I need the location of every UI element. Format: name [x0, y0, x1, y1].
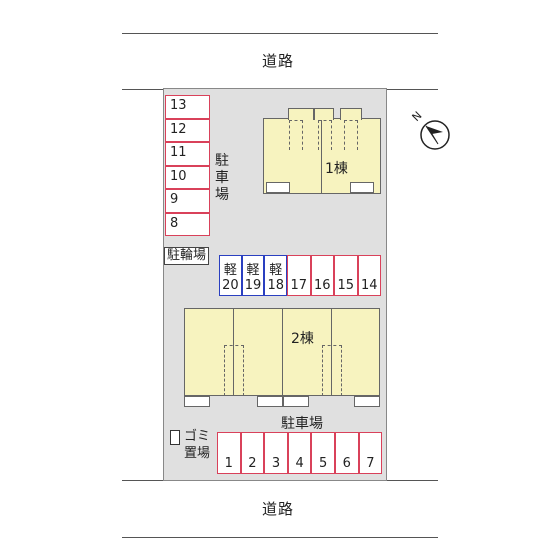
parking-spot-17: 17: [287, 255, 311, 296]
parking-spot-2: 2: [240, 432, 265, 474]
compass-icon: N: [410, 109, 452, 152]
building-1-top-bump-c: [340, 108, 362, 120]
parking-spot-number: 9: [170, 192, 179, 208]
parking-spot-number: 3: [271, 456, 281, 471]
parking-spot-14: 14: [357, 255, 381, 296]
road-top-label: 道路: [262, 52, 295, 70]
building-1-entrance-left: [266, 182, 290, 193]
building-2-stair-right: [322, 345, 342, 396]
parking-bottom-label: 駐車場: [281, 416, 323, 432]
parking-vertical-char-2: 車: [215, 170, 229, 186]
parking-spot-number: 11: [170, 145, 187, 161]
parking-spot-number: 12: [170, 121, 187, 137]
parking-spot-11: 11: [165, 142, 210, 166]
parking-spot-16: 16: [310, 255, 334, 296]
building-1-top-bump-b: [314, 108, 334, 120]
building-1-top-bump-a: [288, 108, 314, 120]
parking-vertical-label: 駐 車 場: [214, 153, 230, 204]
bicycle-parking-label: 駐輪場: [164, 247, 210, 265]
building-2-unit-divider-3: [331, 308, 332, 396]
parking-spot-8: 8: [165, 212, 210, 236]
parking-spot-number: 19: [244, 278, 262, 293]
kei-car-label: 軽: [223, 263, 237, 278]
building-1-stair-mid: [318, 120, 332, 150]
parking-spot-9: 9: [165, 189, 210, 213]
building-2-stair-left: [224, 345, 244, 396]
parking-spot-number: 10: [170, 168, 187, 184]
parking-spot-4: 4: [287, 432, 312, 474]
parking-spot-number: 6: [342, 456, 351, 471]
parking-spot-12: 12: [165, 118, 210, 142]
parking-spot-number: 7: [366, 456, 375, 471]
building-2-entrance-3: [283, 396, 309, 407]
parking-spot-number: 18: [267, 278, 284, 293]
parking-vertical-char-3: 場: [215, 187, 229, 203]
building-1-label: 1棟: [325, 161, 348, 177]
building-1-unit-divider: [321, 118, 322, 194]
building-1-stair-left: [289, 120, 303, 150]
building-2-entrance-1: [184, 396, 210, 407]
building-2-unit-divider-2: [282, 308, 283, 396]
parking-spot-number: 13: [170, 98, 187, 114]
parking-spot-15: 15: [334, 255, 358, 296]
parking-spot-number: 16: [313, 278, 331, 293]
parking-spot-10: 10: [165, 165, 210, 189]
garbage-label-line1: ゴミ: [184, 429, 211, 444]
building-2-entrance-4: [354, 396, 380, 407]
road-bottom-line-lower: [122, 537, 438, 538]
parking-spot-number: 1: [224, 456, 233, 471]
parking-spot-5: 5: [311, 432, 335, 474]
parking-spot-number: 8: [170, 215, 179, 231]
parking-spot-13: 13: [165, 95, 210, 119]
garbage-label-line2: 置場: [184, 446, 211, 461]
parking-spot-6: 6: [335, 432, 359, 474]
road-bottom-label: 道路: [262, 500, 295, 518]
parking-spot-3: 3: [264, 432, 288, 474]
building-2-unit-divider-1: [233, 308, 234, 396]
garbage-bin-icon: [170, 430, 180, 445]
kei-car-label: 軽: [246, 263, 260, 278]
parking-spot-number: 15: [337, 278, 355, 293]
parking-spot-1: 1: [217, 432, 241, 474]
parking-spot-number: 2: [248, 456, 257, 471]
parking-spot-number: 17: [290, 278, 308, 293]
building-2-entrance-2: [257, 396, 283, 407]
building-1-entrance-right: [350, 182, 374, 193]
parking-vertical-char-1: 駐: [215, 153, 229, 169]
parking-spot-number: 4: [295, 456, 304, 471]
building-2-label: 2棟: [291, 331, 314, 347]
kei-car-label: 軽: [269, 263, 283, 278]
parking-spot-7: 7: [358, 432, 383, 474]
road-top-line-upper: [122, 33, 438, 34]
building-1-stair-right: [344, 120, 358, 150]
parking-spot-number: 14: [360, 278, 378, 293]
parking-spot-number: 5: [319, 456, 328, 471]
parking-spot-number: 20: [222, 278, 239, 293]
